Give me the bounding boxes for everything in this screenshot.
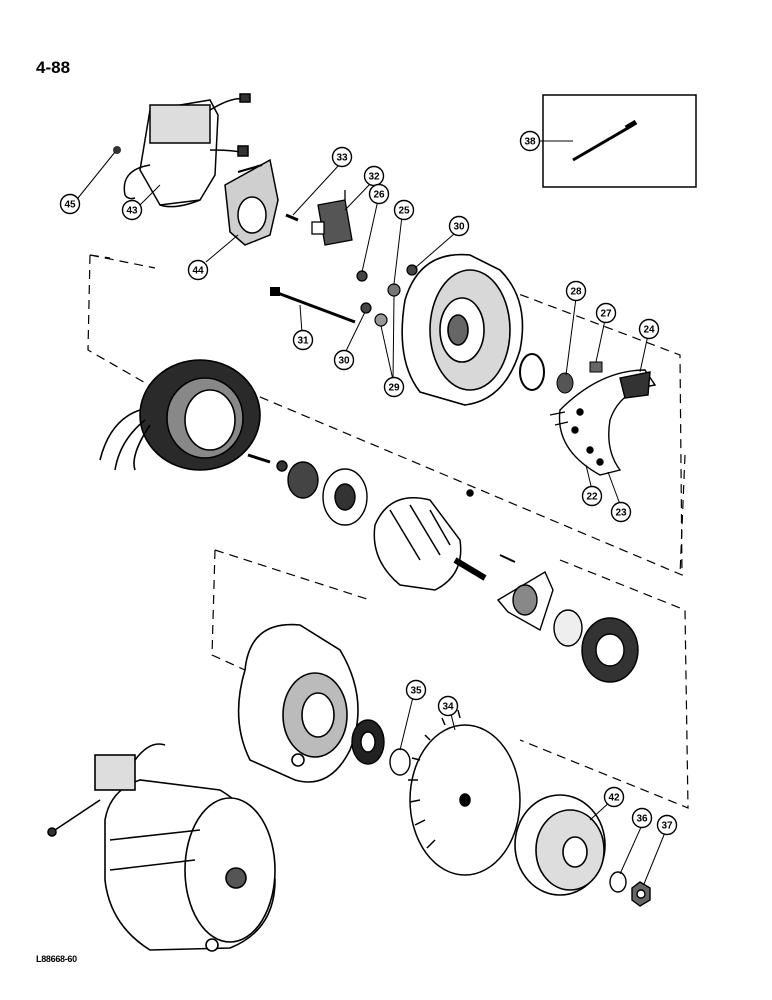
callout-label: 37 <box>661 821 673 832</box>
bearing-28 <box>556 372 574 394</box>
callout-label: 32 <box>368 172 380 183</box>
callout-26: 26 <box>368 183 390 205</box>
brush-holder <box>311 190 353 246</box>
callout-label: 22 <box>586 492 598 503</box>
rear-end-housing <box>401 253 524 406</box>
callout-label: 24 <box>643 325 655 336</box>
callout-44: 44 <box>187 259 209 281</box>
front-bearing <box>553 609 639 683</box>
drive-pulley <box>514 794 606 896</box>
drive-end-frame <box>237 623 359 783</box>
callout-label: 43 <box>126 206 138 217</box>
cooling-fan <box>408 709 521 876</box>
callout-label: 44 <box>192 266 204 277</box>
callout-label: 36 <box>636 814 648 825</box>
voltage-regulator <box>123 93 251 208</box>
bearing-and-spacer <box>247 453 368 526</box>
callout-30-lower: 30 <box>333 349 355 371</box>
callout-38: 38 <box>519 130 541 152</box>
callout-27: 27 <box>595 302 617 324</box>
assembled-alternator <box>47 743 276 952</box>
callout-35: 35 <box>405 679 427 701</box>
callout-33: 33 <box>331 146 353 168</box>
callout-30-upper: 30 <box>448 215 470 237</box>
regulator-gasket <box>224 158 279 246</box>
seal <box>351 719 385 765</box>
leader-lines <box>77 140 667 885</box>
bushing-27 <box>589 361 603 373</box>
pulley-nut <box>631 881 651 907</box>
dashed-assembly-outline-upper <box>87 254 686 576</box>
callout-label: 38 <box>524 137 536 148</box>
callout-label: 25 <box>398 206 410 217</box>
callout-label: 26 <box>373 190 385 201</box>
callout-22: 22 <box>581 485 603 507</box>
page-number: 4-88 <box>36 58 71 77</box>
callout-45: 45 <box>59 193 81 215</box>
callout-25: 25 <box>393 199 415 221</box>
callout-label: 31 <box>297 336 309 347</box>
callout-label: 27 <box>600 309 612 320</box>
lock-washer <box>609 871 627 893</box>
callout-34: 34 <box>437 695 459 717</box>
bearing-retainer-plate <box>496 554 554 632</box>
callout-28: 28 <box>565 280 587 302</box>
callout-42: 42 <box>603 786 625 808</box>
o-ring <box>519 353 545 391</box>
callout-label: 29 <box>388 383 400 394</box>
callout-label: 30 <box>338 356 350 367</box>
callout-23: 23 <box>610 501 632 523</box>
stator <box>99 359 261 471</box>
callout-31: 31 <box>292 329 314 351</box>
callout-24: 24 <box>638 318 660 340</box>
callout-label: 34 <box>442 702 454 713</box>
through-bolt <box>270 287 356 324</box>
callout-label: 30 <box>453 222 465 233</box>
rotor <box>373 489 487 591</box>
screw-33 <box>285 213 299 222</box>
callout-label: 23 <box>615 508 627 519</box>
callout-label: 42 <box>608 793 620 804</box>
callout-label: 33 <box>336 153 348 164</box>
callout-32: 32 <box>363 165 385 187</box>
spacer-35 <box>389 748 411 776</box>
callout-37: 37 <box>656 814 678 836</box>
callout-36: 36 <box>631 807 653 829</box>
drawing-reference-code: L88668-60 <box>36 954 77 964</box>
callout-label: 45 <box>64 200 76 211</box>
callout-label: 35 <box>410 686 422 697</box>
callout-29: 29 <box>383 376 405 398</box>
callout-43: 43 <box>121 199 143 221</box>
callout-label: 28 <box>570 287 582 298</box>
rectifier-assembly <box>549 369 657 476</box>
dashed-assembly-outline-lower <box>211 549 689 809</box>
